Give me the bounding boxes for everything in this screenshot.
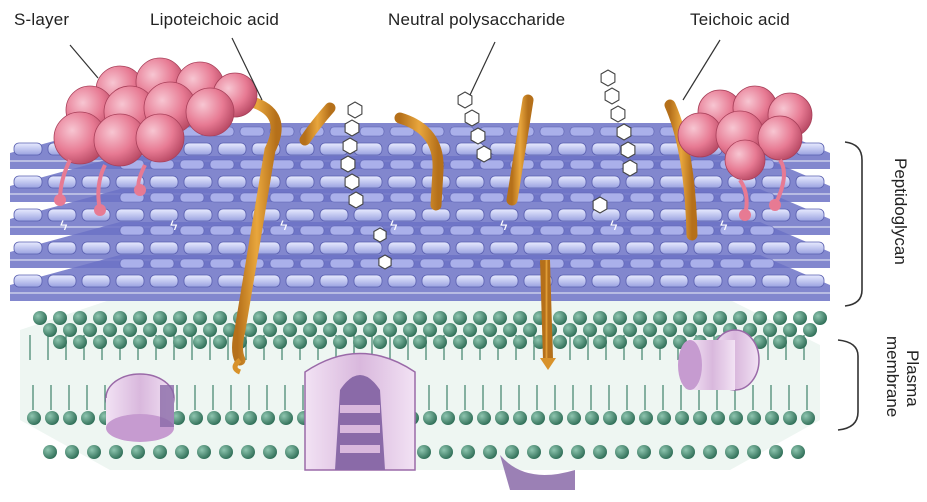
svg-text:ϟ: ϟ xyxy=(170,217,178,233)
svg-text:ϟ: ϟ xyxy=(610,217,618,233)
svg-text:ϟ: ϟ xyxy=(60,217,68,233)
label-lipoteichoic-acid: Lipoteichoic acid xyxy=(150,10,279,30)
peptidoglycan-bracket xyxy=(845,142,862,306)
svg-text:ϟ: ϟ xyxy=(280,217,288,233)
label-neutral-polysaccharide: Neutral polysaccharide xyxy=(388,10,565,30)
svg-text:ϟ: ϟ xyxy=(390,217,398,233)
label-peptidoglycan: Peptidoglycan xyxy=(890,158,910,265)
label-plasma-membrane-line2: membrane xyxy=(882,336,902,417)
plasma-membrane-bracket xyxy=(838,340,858,430)
svg-text:ϟ: ϟ xyxy=(500,217,508,233)
svg-text:ϟ: ϟ xyxy=(720,217,728,233)
membrane-protein-left xyxy=(106,374,174,442)
plasma-membrane xyxy=(20,300,827,490)
label-s-layer: S-layer xyxy=(14,10,69,30)
label-teichoic-acid: Teichoic acid xyxy=(690,10,790,30)
label-plasma-membrane-line1: Plasma xyxy=(902,350,922,407)
